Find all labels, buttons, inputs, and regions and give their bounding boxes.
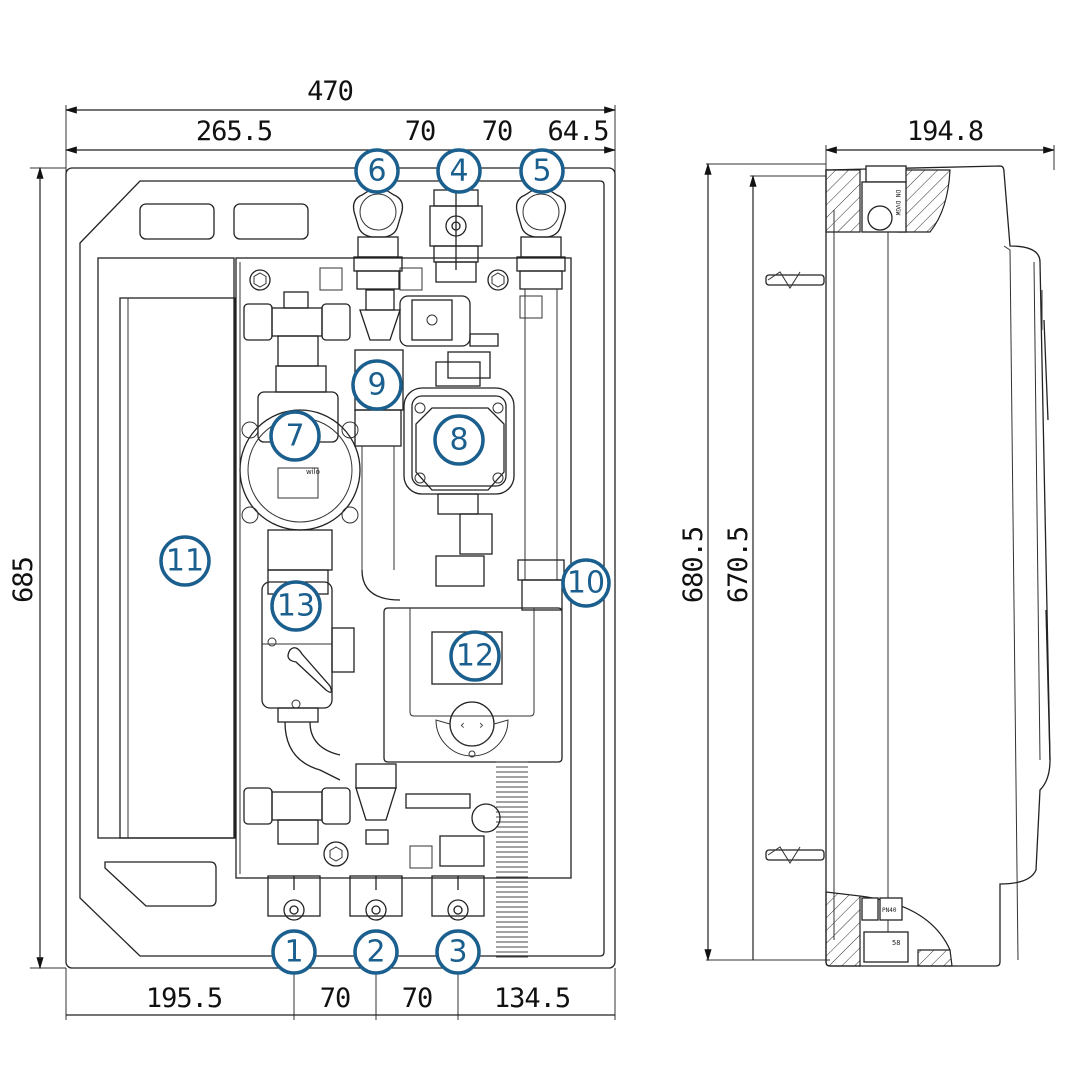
svg-text:10: 10: [567, 566, 605, 601]
svg-text:12: 12: [456, 639, 494, 674]
upper-fittings: [243, 289, 499, 379]
controller-12: ‹ ›: [383, 607, 563, 763]
callout-4: 4: [436, 148, 482, 194]
overall-width-label: 470: [307, 76, 353, 107]
pump-8: [403, 361, 515, 587]
svg-text:3: 3: [448, 935, 467, 970]
callout-11: 11: [159, 535, 211, 587]
callout-7: 7: [269, 410, 321, 462]
height-label: 685: [8, 557, 39, 603]
bottom-segment-2-label: 70: [320, 983, 351, 1014]
bottom-dimensions: 195.5 70 70 134.5: [65, 968, 616, 1020]
callout-10: 10: [561, 558, 611, 608]
callout-12: 12: [449, 630, 501, 682]
bottom-section-hatch: [825, 891, 861, 967]
housing-outline: [65, 167, 616, 969]
valve-marking-top: DN DVGW: [894, 190, 901, 216]
callout-8: 8: [433, 414, 485, 466]
inner-height-label: 670.5: [723, 527, 754, 603]
lower-fittings: [243, 763, 501, 869]
svg-text:6: 6: [367, 154, 386, 189]
svg-text:5: 5: [532, 154, 551, 189]
svg-text:7: 7: [285, 419, 304, 454]
callout-3: 3: [435, 929, 481, 975]
callout-13: 13: [270, 580, 322, 632]
wall-anchor-bottom: [765, 846, 825, 864]
top-segment-3-label: 70: [482, 116, 513, 147]
housing-slot: [139, 203, 215, 240]
housing-slot: [233, 203, 309, 240]
pump-brand-label: wilo: [306, 468, 320, 476]
depth-label: 194.8: [907, 116, 983, 147]
svg-text:13: 13: [277, 589, 315, 624]
top-dimensions: 470 265.5 70 70 64.5: [64, 76, 617, 175]
callout-1: 1: [271, 929, 317, 975]
callout-9: 9: [351, 359, 403, 411]
svg-text:11: 11: [166, 544, 204, 579]
top-segment-4-label: 64.5: [547, 116, 608, 147]
housing-slot: [104, 861, 217, 907]
svg-text:4: 4: [449, 154, 468, 189]
controller-left-icon: ‹: [460, 718, 465, 732]
fitting-label: 58: [892, 939, 900, 947]
bottom-valves: [267, 875, 485, 921]
housing-inner-frame: [79, 180, 605, 957]
callout-5: 5: [519, 148, 565, 194]
insulation-block: [119, 297, 236, 839]
outer-height-label: 680.5: [678, 527, 709, 603]
pump-7: wilo: [239, 365, 361, 571]
controller-right-icon: ›: [479, 718, 484, 732]
svg-text:1: 1: [284, 935, 303, 970]
valve-marking-bottom: PN40: [882, 907, 897, 914]
top-segment-2-label: 70: [405, 116, 436, 147]
svg-text:9: 9: [367, 368, 386, 403]
callout-2: 2: [353, 929, 399, 975]
front-view: 470 265.5 70 70 64.5 685: [8, 76, 617, 1020]
svg-text:2: 2: [366, 935, 385, 970]
svg-text:8: 8: [449, 423, 468, 458]
bottom-segment-3-label: 70: [402, 983, 433, 1014]
height-dimension: 685: [8, 166, 66, 970]
callout-6: 6: [354, 148, 400, 194]
top-segment-1-label: 265.5: [196, 116, 272, 147]
bottom-segment-1-label: 195.5: [146, 983, 222, 1014]
side-view: 194.8 680.5 670.5 DN DVGW PN40 58: [678, 116, 1056, 967]
corrugated-hose: [496, 761, 528, 958]
wall-anchor-top: [765, 271, 825, 289]
top-section-hatch: [825, 169, 861, 233]
bottom-segment-4-label: 134.5: [494, 983, 570, 1014]
